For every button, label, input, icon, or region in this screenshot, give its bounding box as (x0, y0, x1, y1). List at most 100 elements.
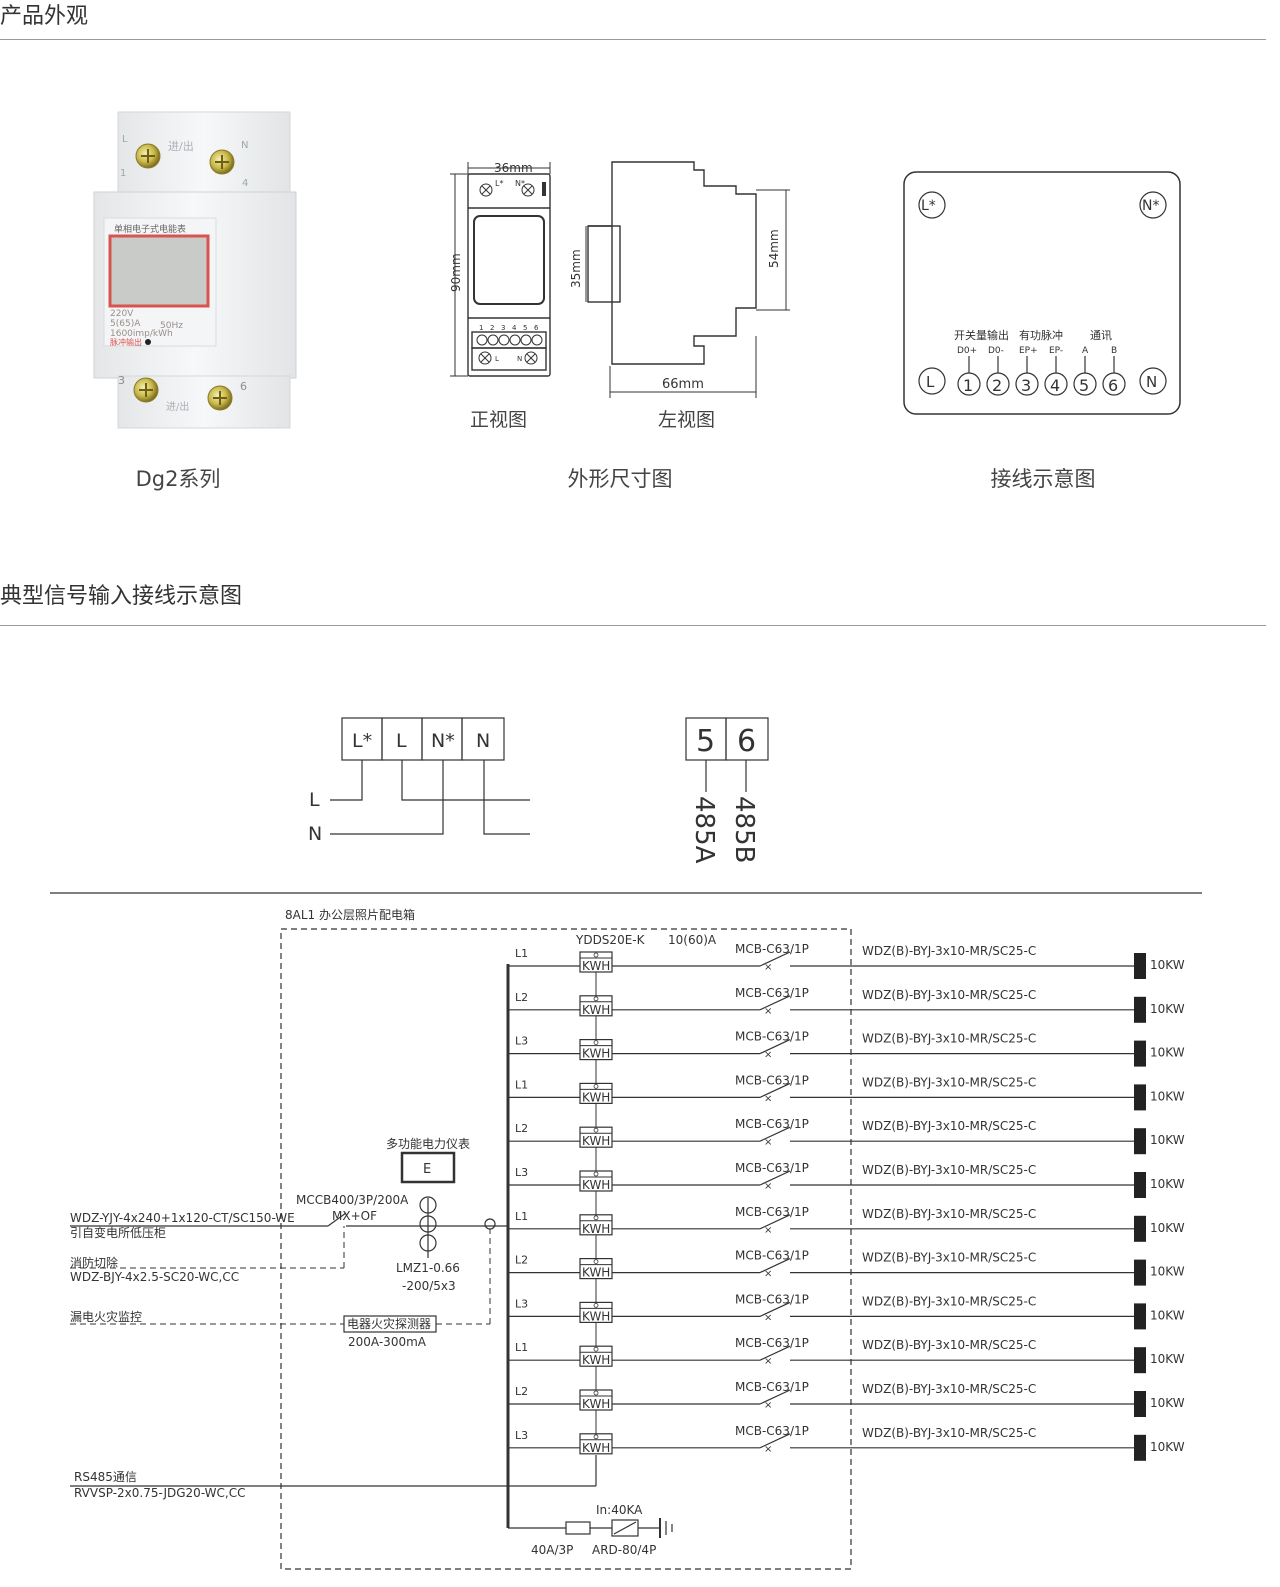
section-divider (0, 625, 1266, 626)
load-label: 10KW (1150, 1440, 1185, 1454)
kwh-label: KWH (582, 1353, 610, 1367)
kwh-label: KWH (582, 1134, 610, 1148)
phase-label: L1 (515, 1341, 528, 1354)
front-term-number: 1 (479, 324, 483, 332)
meter-lcd-screen (108, 234, 210, 308)
plate-corner-l-star: L* (921, 198, 936, 214)
kwh-label: KWH (582, 1397, 610, 1411)
detector-label: 电器火灾探测器 (347, 1316, 431, 1331)
load-label: 10KW (1150, 1046, 1185, 1060)
load-terminal (1134, 996, 1146, 1023)
plate-sub-label: D0- (988, 346, 1004, 356)
cable-label: WDZ(B)-BYJ-3x10-MR/SC25-C (862, 988, 1036, 1002)
signal-box-n-star: N* (431, 730, 455, 752)
load-terminal (1134, 1040, 1146, 1067)
plate-terminal: 2 (992, 376, 1002, 395)
load-terminal (1134, 1215, 1146, 1242)
kwh-label: KWH (582, 959, 610, 973)
breaker-x-mark: × (764, 1050, 772, 1061)
meter-term-1: 1 (120, 168, 126, 179)
breaker-switch (759, 1170, 791, 1186)
plate-sub-label: D0+ (957, 346, 977, 356)
rs485-line2: RVVSP-2x0.75-JDG20-WC,CC (74, 1486, 245, 1500)
cable-label: WDZ(B)-BYJ-3x10-MR/SC25-C (862, 1426, 1036, 1440)
breaker-label: MCB-C63/1P (735, 1030, 809, 1044)
breaker-x-mark: × (764, 962, 772, 973)
comm-box-6: 6 (737, 724, 756, 759)
cable-label: WDZ(B)-BYJ-3x10-MR/SC25-C (862, 1338, 1036, 1352)
dim-depth-54: 54mm (767, 229, 781, 268)
side-view-outline (611, 161, 757, 365)
phase-label: L3 (515, 1166, 528, 1179)
meter-face-label: 单相电子式电能表 (114, 223, 186, 235)
cable-label: WDZ(B)-BYJ-3x10-MR/SC25-C (862, 944, 1036, 958)
dim-width: 36mm (494, 161, 533, 175)
plate-corner-n-star: N* (1142, 198, 1159, 214)
front-view-outline (467, 173, 551, 377)
section-title-signal: 典型信号输入接线示意图 (0, 584, 243, 609)
front-top-label-l: L* (495, 179, 503, 188)
cable-label: WDZ(B)-BYJ-3x10-MR/SC25-C (862, 1075, 1036, 1089)
front-bottom-label-l: L (495, 355, 499, 363)
load-label: 10KW (1150, 1089, 1185, 1103)
breaker-x-mark: × (764, 1444, 772, 1455)
front-top-label-n: N* (515, 179, 525, 188)
load-label: 10KW (1150, 1308, 1185, 1322)
ct-line1: LMZ1-0.66 (396, 1261, 460, 1275)
breaker-switch (759, 1039, 791, 1055)
load-label: 10KW (1150, 1133, 1185, 1147)
load-terminal (1134, 1259, 1146, 1286)
kwh-label: KWH (582, 1441, 610, 1455)
breaker-x-mark: × (764, 1181, 772, 1192)
meter-term-l: L (122, 134, 128, 145)
breaker-x-mark: × (764, 1400, 772, 1411)
signal-box-n: N (476, 730, 490, 752)
front-view-window (473, 215, 545, 305)
load-terminal (1134, 1347, 1146, 1374)
breaker-switch (759, 995, 791, 1011)
kwh-label: KWH (582, 1003, 610, 1017)
cable-label: WDZ(B)-BYJ-3x10-MR/SC25-C (862, 1119, 1036, 1133)
phase-label: L2 (515, 1122, 528, 1135)
signal-line-n: N (308, 823, 322, 845)
breaker-label: MCB-C63/1P (735, 1205, 809, 1219)
load-terminal (1134, 1303, 1146, 1330)
dim-depth-35: 35mm (569, 249, 583, 288)
meter-spec-current: 5(65)A (110, 319, 141, 329)
cable-label: WDZ(B)-BYJ-3x10-MR/SC25-C (862, 1207, 1036, 1221)
breaker-switch (759, 1301, 791, 1317)
plate-terminal: 1 (963, 376, 973, 395)
meter-term-6: 6 (240, 380, 247, 393)
breaker-switch (759, 1082, 791, 1098)
comm-label-485a: 485A (689, 796, 719, 864)
spd-in: In:40KA (596, 1503, 643, 1517)
kwh-label: KWH (582, 1178, 610, 1192)
phase-label: L1 (515, 1078, 528, 1091)
wiring-caption: 接线示意图 (990, 467, 1096, 491)
meter-term-4: 4 (242, 178, 248, 189)
meter-label-bottom: 进/出 (166, 400, 189, 413)
breaker-label: MCB-C63/1P (735, 1380, 809, 1394)
load-terminal (1134, 953, 1146, 979)
cable-label: WDZ(B)-BYJ-3x10-MR/SC25-C (862, 1032, 1036, 1046)
breaker-label: MCB-C63/1P (735, 1249, 809, 1263)
load-terminal (1134, 1391, 1146, 1417)
front-term-number: 3 (501, 324, 505, 332)
load-terminal (1134, 1084, 1146, 1111)
kwh-meter-box (579, 1433, 613, 1455)
comm-box-5: 5 (696, 724, 715, 759)
detector-rating: 200A-300mA (348, 1335, 427, 1349)
phase-label: L3 (515, 1297, 528, 1310)
phase-label: L2 (515, 991, 528, 1004)
breaker-label: MCB-C63/1P (735, 1073, 809, 1087)
meter-label-top: 进/出 (168, 139, 194, 153)
